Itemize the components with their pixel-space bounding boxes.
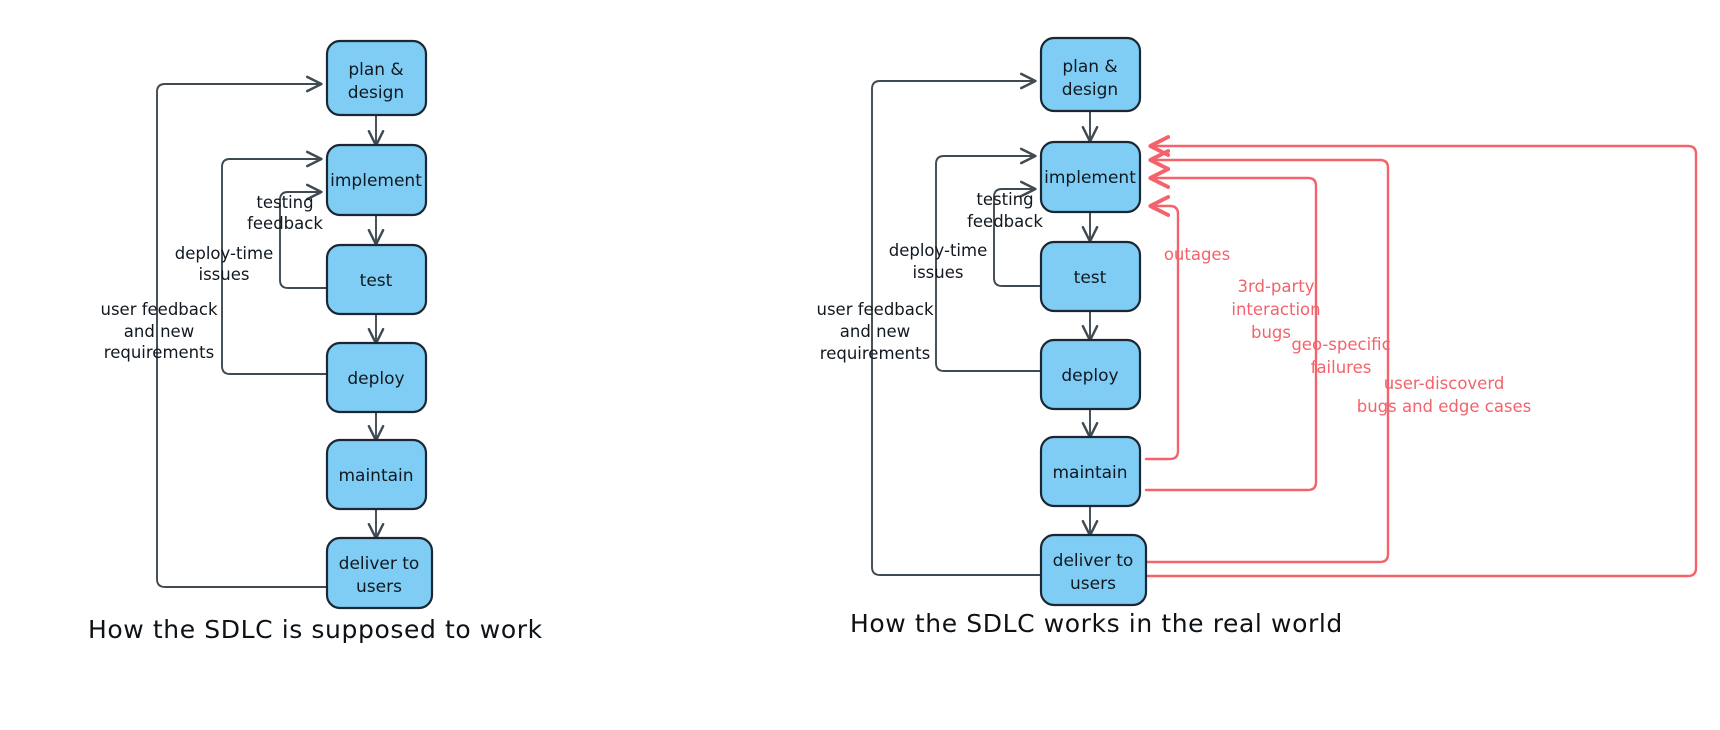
feedback-edges	[871, 72, 1043, 576]
node-deliver-label-line2: users	[356, 577, 402, 597]
node-maintain-label: maintain	[338, 466, 413, 486]
node-deploy-rect[interactable]	[1039, 338, 1142, 411]
node-deliver-rect[interactable]	[1039, 533, 1148, 607]
problem-edge-third-party-interaction-bugs	[1144, 178, 1318, 492]
problem-labels: outages 3rd-party interaction bugs geo-s…	[1164, 245, 1531, 416]
caption-ideal: How the SDLC is supposed to work	[88, 615, 543, 644]
node-plan-label-line2: design	[348, 83, 404, 103]
edge-labels: testing feedback deploy-time issues user…	[816, 190, 1043, 363]
node-deliver-rect[interactable]	[325, 536, 434, 610]
node-implement[interactable]: implement	[1039, 140, 1142, 214]
edge-label-testing-feedback-line2: feedback	[247, 214, 323, 233]
edge-label-user-feedback-line1: user feedback	[816, 300, 933, 319]
edge-label-user-feedback-line2: and new	[124, 322, 194, 341]
node-test-label: test	[360, 271, 393, 291]
problem-label-outages: outages	[1164, 245, 1230, 264]
node-implement-label: implement	[1044, 168, 1136, 188]
node-deploy-label: deploy	[1061, 366, 1118, 386]
node-maintain[interactable]: maintain	[325, 438, 428, 511]
node-deliver[interactable]: deliver to users	[325, 536, 434, 610]
edge-label-deploy-time-issues-line1: deploy-time	[889, 241, 987, 260]
node-deploy-label: deploy	[347, 369, 404, 389]
node-implement-rect[interactable]	[325, 143, 428, 217]
node-plan-label-line2: design	[1062, 80, 1118, 100]
node-test[interactable]: test	[1039, 240, 1142, 313]
node-deliver-label-line1: deliver to	[339, 554, 420, 574]
node-maintain-rect[interactable]	[325, 438, 428, 511]
node-maintain-label: maintain	[1052, 463, 1127, 483]
node-plan-label-line1: plan &	[1062, 57, 1117, 77]
edge-label-testing-feedback-line1: testing	[976, 190, 1033, 209]
feedback-edge-user-feedback	[871, 72, 1043, 576]
node-maintain-rect[interactable]	[1039, 435, 1142, 508]
feedback-edges	[156, 75, 329, 588]
problem-label-user-discovered-line1: user-discoverd	[1384, 374, 1505, 393]
edge-label-user-feedback-line1: user feedback	[100, 300, 217, 319]
node-implement[interactable]: implement	[325, 143, 428, 217]
node-deliver-label-line1: deliver to	[1053, 551, 1134, 571]
feedback-edge-testing-feedback	[993, 180, 1043, 287]
feedback-edge-deploy-time-issues	[221, 150, 329, 375]
edge-label-user-feedback-line3: requirements	[104, 343, 214, 362]
caption-real: How the SDLC works in the real world	[850, 609, 1343, 638]
node-maintain[interactable]: maintain	[1039, 435, 1142, 508]
node-implement-label: implement	[330, 171, 422, 191]
edge-label-deploy-time-issues-line2: issues	[913, 263, 964, 282]
node-test-rect[interactable]	[1039, 240, 1142, 313]
node-deploy[interactable]: deploy	[1039, 338, 1142, 411]
problem-edge-geo-specific-failures	[1144, 160, 1390, 564]
node-test-rect[interactable]	[325, 243, 428, 316]
node-deploy-rect[interactable]	[325, 341, 428, 414]
problem-label-third-party-line2: interaction	[1231, 300, 1320, 319]
node-plan-rect[interactable]	[325, 39, 428, 117]
feedback-edge-testing-feedback	[279, 183, 329, 289]
problem-label-third-party-line1: 3rd-party	[1237, 277, 1314, 296]
node-plan[interactable]: plan & design	[1039, 36, 1142, 113]
feedback-edge-deploy-time-issues	[935, 147, 1043, 372]
problem-label-third-party-line3: bugs	[1251, 323, 1291, 342]
node-deliver[interactable]: deliver to users	[1039, 533, 1148, 607]
problem-label-user-discovered-line2: bugs and edge cases	[1357, 397, 1532, 416]
problem-label-geo-specific-line1: geo-specific	[1291, 335, 1390, 354]
edge-label-user-feedback-line2: and new	[840, 322, 910, 341]
node-test[interactable]: test	[325, 243, 428, 316]
diagram-ideal-sdlc: plan & design implement test deploy main…	[88, 39, 543, 644]
edge-label-user-feedback-line3: requirements	[820, 344, 930, 363]
problem-edge-user-discovered-bugs	[1144, 146, 1698, 578]
node-plan[interactable]: plan & design	[325, 39, 428, 117]
node-implement-rect[interactable]	[1039, 140, 1142, 214]
node-deploy[interactable]: deploy	[325, 341, 428, 414]
feedback-edge-user-feedback	[156, 75, 329, 588]
edge-labels: testing feedback deploy-time issues user…	[100, 193, 323, 362]
edge-label-deploy-time-issues-line1: deploy-time	[175, 244, 273, 263]
edge-label-deploy-time-issues-line2: issues	[199, 265, 250, 284]
problem-edge-outages	[1144, 206, 1180, 461]
node-plan-rect[interactable]	[1039, 36, 1142, 113]
edge-label-testing-feedback-line2: feedback	[967, 212, 1043, 231]
problem-edges	[1144, 146, 1698, 578]
edge-label-testing-feedback-line1: testing	[256, 193, 313, 212]
node-plan-label-line1: plan &	[348, 60, 403, 80]
problem-label-geo-specific-line2: failures	[1311, 358, 1372, 377]
diagram-real-world-sdlc: plan & design implement test deploy main…	[816, 36, 1698, 638]
node-test-label: test	[1074, 268, 1107, 288]
node-deliver-label-line2: users	[1070, 574, 1116, 594]
